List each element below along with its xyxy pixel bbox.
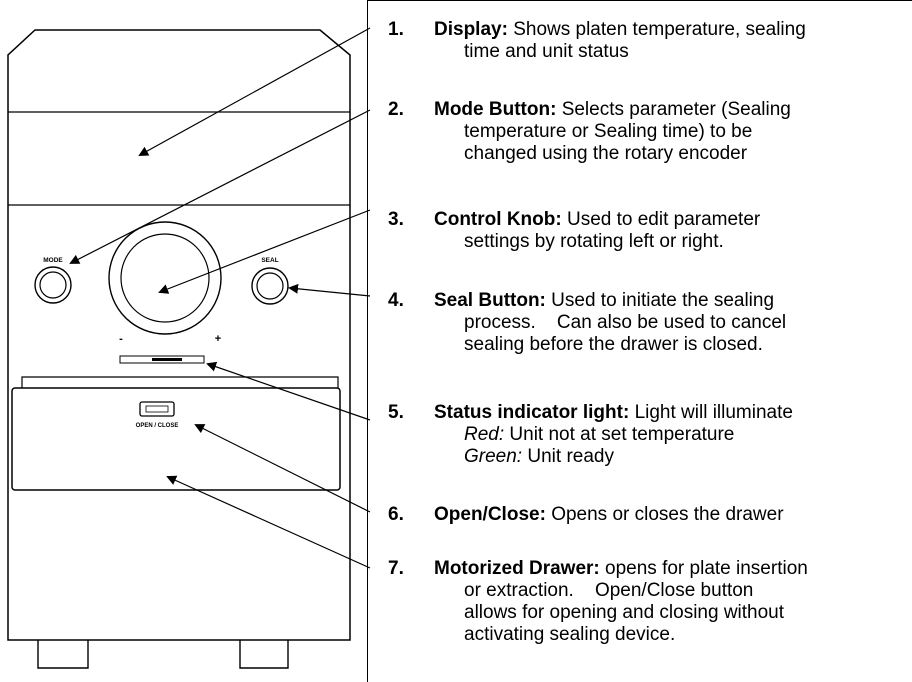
legend-number: 4. (388, 290, 404, 311)
legend-line: activating sealing device. (464, 624, 676, 645)
legend-line: Selects parameter (Sealing (561, 99, 791, 120)
status-red-label: Red: (464, 424, 505, 445)
device-body (7, 29, 351, 641)
seal-button[interactable] (251, 267, 289, 305)
legend-title: Mode Button: (434, 99, 557, 120)
legend-line: or extraction. Open/Close button (464, 580, 754, 601)
legend-line: Shows platen temperature, sealing (513, 19, 806, 40)
legend-number: 5. (388, 402, 404, 423)
arrow-2-mode (69, 109, 371, 264)
seal-label: SEAL (261, 257, 278, 264)
drawer-top-ledge (21, 376, 339, 388)
legend-line: process. Can also be used to cancel (464, 312, 787, 333)
knob-minus-label: - (119, 333, 123, 345)
legend-line: changed using the rotary encoder (464, 143, 748, 164)
legend-number: 2. (388, 99, 404, 120)
mode-button[interactable] (34, 266, 72, 304)
legend-line: Used to initiate the sealing (551, 290, 775, 311)
arrow-1-display (138, 27, 371, 156)
knob-plus-label: + (215, 333, 221, 345)
arrow-4-seal (288, 283, 371, 297)
legend-panel: 1. Display: Shows platen temperature, se… (367, 0, 912, 682)
arrow-3-knob (158, 209, 371, 294)
status-indicator-light (119, 355, 205, 364)
legend-title: Seal Button: (434, 290, 546, 311)
motorized-drawer[interactable] (11, 387, 341, 491)
legend-title: Status indicator light: (434, 402, 630, 423)
status-green-text: Unit ready (527, 446, 614, 467)
left-foot (37, 640, 89, 669)
mode-label: MODE (43, 257, 63, 264)
legend-line: settings by rotating left or right. (464, 231, 724, 252)
legend-number: 6. (388, 504, 404, 525)
arrow-7-drawer (166, 475, 371, 569)
open-close-label: OPEN / CLOSE (136, 423, 179, 429)
status-red-text: Unit not at set temperature (509, 424, 735, 445)
control-knob[interactable] (108, 221, 222, 335)
arrow-6-open-close (194, 424, 371, 513)
legend-line: Opens or closes the drawer (551, 504, 784, 525)
status-green-line: Green: Unit ready (434, 446, 904, 468)
legend-title: Open/Close: (434, 504, 546, 525)
legend-number: 1. (388, 19, 404, 40)
legend-line: Used to edit parameter (566, 209, 761, 230)
legend-title: Control Knob: (434, 209, 562, 230)
legend-line: opens for plate insertion (605, 558, 808, 579)
status-green-label: Green: (464, 446, 523, 467)
legend-title: Display: (434, 19, 508, 40)
legend-line: time and unit status (464, 41, 629, 62)
arrow-5-status (206, 361, 371, 421)
legend-number: 7. (388, 558, 404, 579)
legend-line: temperature or Sealing time) to be (464, 121, 753, 142)
status-red-line: Red: Unit not at set temperature (434, 424, 904, 446)
legend-title: Motorized Drawer: (434, 558, 600, 579)
open-close-button[interactable] (139, 401, 175, 417)
legend-line: allows for opening and closing without (464, 602, 785, 623)
legend-number: 3. (388, 209, 404, 230)
legend-line: sealing before the drawer is closed. (464, 334, 763, 355)
right-foot (239, 640, 289, 669)
legend-line: Light will illuminate (634, 402, 793, 423)
